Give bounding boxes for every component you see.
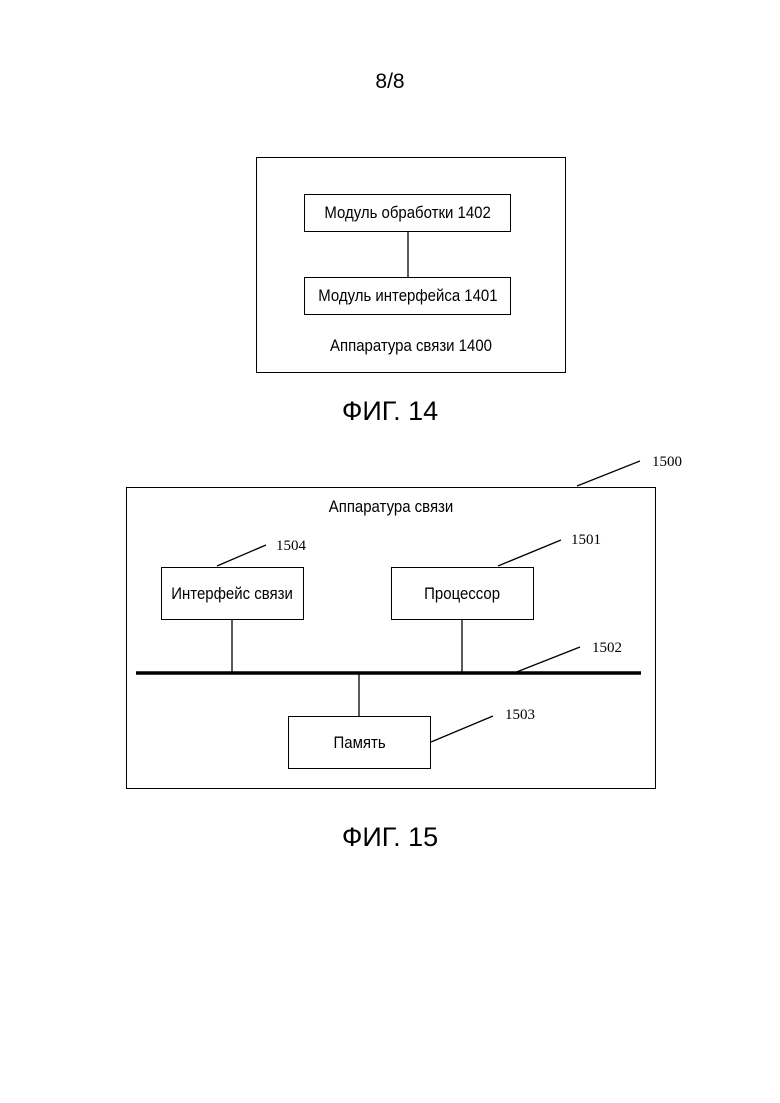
leader-1502 [514, 647, 580, 673]
leader-1503 [431, 716, 493, 742]
leader-1504 [217, 545, 266, 566]
ref-1504: 1504 [276, 538, 306, 555]
ref-1503: 1503 [505, 707, 535, 724]
leader-1500 [577, 461, 640, 486]
ref-1500: 1500 [652, 454, 682, 471]
leader-1501 [498, 540, 561, 566]
ref-1501: 1501 [571, 532, 601, 549]
fig15-caption: ФИГ. 15 [0, 822, 780, 853]
ref-1502: 1502 [592, 640, 622, 657]
